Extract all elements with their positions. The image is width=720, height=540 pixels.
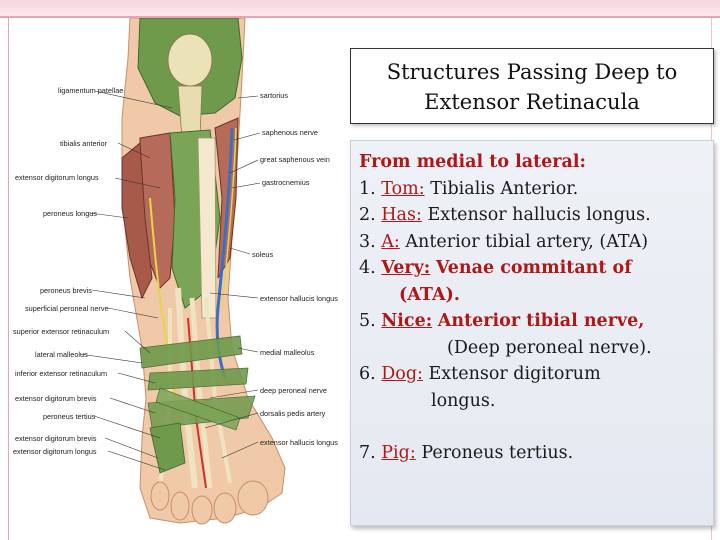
list-item-6: 6. Dog: Extensor digitorum — [359, 361, 705, 388]
mnemonic-key: Dog: — [381, 364, 423, 384]
mnemonic-key: Tom: — [381, 178, 425, 199]
label-sartorius: sartorius — [260, 91, 288, 100]
list-item-5-cont: (Deep peroneal nerve). — [447, 337, 652, 358]
list-item-7: 7. Pig: Peroneus tertius. — [359, 440, 705, 467]
item-text: Tibialis Anterior. — [430, 178, 579, 199]
list-item-3: 3. A: Anterior tibial artery, (ATA) — [359, 229, 705, 256]
item-text: Extensor hallucis longus. — [427, 205, 651, 225]
label-extensor-digitorum-brevis-2: extensor digitorum brevis — [15, 434, 97, 443]
item-number: 3. — [359, 231, 376, 252]
item-text: Venae commitant of — [435, 258, 632, 278]
left-decor-line — [8, 18, 9, 540]
label-soleus: soleus — [252, 250, 274, 259]
list-item-6-cont: longus. — [431, 390, 496, 411]
item-text: Peroneus tertius. — [421, 443, 574, 463]
label-saphenous-nerve: saphenous nerve — [262, 128, 318, 137]
list-item-5: 5. Nice: Anterior tibial nerve, — [359, 308, 705, 335]
label-extensor-hallucis-longus-2: extensor hallucis longus — [260, 438, 338, 447]
label-ligamentum-patellae: ligamentum patellae — [58, 86, 124, 95]
item-number: 4. — [359, 258, 376, 278]
list-item-2: 2. Has: Extensor hallucis longus. — [359, 202, 705, 229]
label-extensor-digitorum-longus: extensor digitorum longus — [15, 173, 99, 182]
title-line-1: Structures Passing Deep to — [386, 60, 678, 84]
leg-anatomy-illustration — [79, 18, 286, 525]
mnemonic-key: Has: — [381, 205, 422, 225]
item-number: 2. — [359, 205, 376, 225]
label-great-saphenous-vein: great saphenous vein — [260, 155, 330, 164]
mnemonic-key: Very: — [381, 258, 431, 278]
top-decor-bar — [0, 0, 720, 16]
intro-line: From medial to lateral: — [359, 152, 586, 172]
list-item-4-cont: (ATA). — [399, 284, 460, 305]
label-gastrocnemius: gastrocnemius — [262, 178, 310, 187]
label-tibialis-anterior: tibialis anterior — [60, 139, 108, 148]
label-peroneus-tertius: peroneus tertius — [43, 412, 96, 421]
list-item-1: 1. Tom: Tibialis Anterior. — [359, 176, 705, 203]
label-extensor-digitorum-longus-2: extensor digitorum longus — [13, 447, 97, 456]
label-peroneus-brevis: peroneus brevis — [40, 286, 92, 295]
label-extensor-hallucis-longus: extensor hallucis longus — [260, 294, 338, 303]
label-lateral-malleolus: lateral malleolus — [35, 350, 88, 359]
mnemonic-key: Pig: — [381, 443, 416, 463]
spacer — [359, 414, 705, 440]
list-item-4: 4. Very: Venae commitant of — [359, 255, 705, 282]
mnemonic-key: A: — [381, 231, 400, 252]
label-dorsalis-pedis-artery: dorsalis pedis artery — [260, 409, 326, 418]
label-medial-malleolus: medial malleolus — [260, 348, 315, 357]
item-text: Anterior tibial artery, (ATA) — [405, 231, 649, 252]
title-line-2: Extensor Retinacula — [424, 90, 640, 114]
top-decor-line — [0, 16, 720, 18]
item-number: 5. — [359, 311, 376, 331]
leg-anatomy-figure: ligamentum patellae sartorius saphenous … — [10, 18, 340, 538]
label-inferior-extensor-retinaculum: inferior extensor retinaculum — [15, 369, 108, 378]
label-extensor-digitorum-brevis: extensor digitorum brevis — [15, 394, 97, 403]
title-box: Structures Passing Deep to Extensor Reti… — [350, 48, 714, 124]
mnemonic-key: Nice: — [381, 311, 433, 331]
label-peroneus-longus: peroneus longus — [43, 209, 97, 218]
item-number: 1. — [359, 178, 376, 199]
item-text: Extensor digitorum — [428, 364, 601, 384]
label-superficial-peroneal-nerve: superficial peroneal nerve — [25, 304, 109, 313]
label-superior-extensor-retinaculum: superior extensor retinaculum — [13, 327, 110, 336]
item-number: 6. — [359, 364, 376, 384]
label-deep-peroneal-nerve: deep peroneal nerve — [260, 386, 327, 395]
item-text: Anterior tibial nerve, — [437, 311, 645, 331]
content-box: From medial to lateral: 1. Tom: Tibialis… — [350, 140, 714, 526]
item-number: 7. — [359, 443, 376, 463]
